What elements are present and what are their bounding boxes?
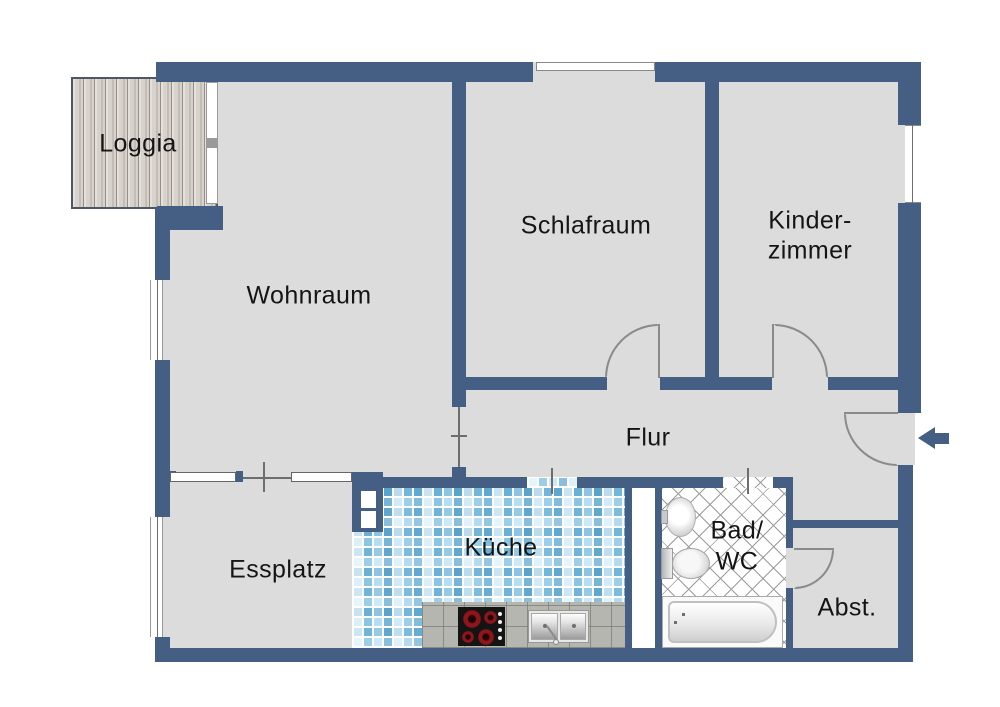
tick-essplatz — [263, 462, 265, 492]
wall-bad-right-b — [786, 588, 793, 648]
wall-schlafraum-flur-stub — [660, 377, 705, 390]
partition-essplatz-a — [170, 472, 236, 482]
partition-essplatz-line — [243, 477, 291, 479]
wall-top-right — [655, 62, 921, 82]
door-leaf-schlafraum — [658, 324, 660, 378]
wall-kueche-flur-left — [352, 477, 527, 488]
room-label-kinderzimmer-line2: zimmer — [767, 236, 853, 265]
wall-right-lower — [898, 465, 913, 662]
wall-abst-top — [793, 520, 898, 528]
wall-right-upper — [898, 82, 921, 125]
window-kinderzimmer-right — [905, 125, 921, 203]
wall-schlafraum-flur — [466, 377, 607, 390]
wall-bad-flur-right — [773, 477, 793, 488]
duct-opening-1 — [361, 491, 376, 508]
shaft — [632, 488, 655, 648]
wall-top-left — [156, 62, 533, 82]
wall-loggia-stub — [157, 206, 223, 230]
outside-patch — [913, 465, 922, 662]
wall-kueche-flur-right — [577, 477, 723, 488]
bath-sink-tap — [661, 510, 668, 524]
window-kinderzimmer-right-glazing — [912, 125, 913, 203]
wall-essplatz-stub-b — [236, 471, 243, 482]
room-label-essplatz: Essplatz — [229, 555, 327, 584]
wall-kinderzimmer-flur-right — [828, 377, 898, 390]
room-label-wohnraum: Wohnraum — [246, 281, 372, 310]
wall-left-b — [155, 360, 170, 517]
partition-essplatz-b — [291, 472, 352, 482]
wall-bottom — [155, 648, 913, 662]
room-label-schlafraum: Schlafraum — [520, 211, 652, 240]
kitchen-sink-icon — [528, 610, 589, 645]
room-loggia-floor — [71, 77, 218, 209]
wall-right-mid — [898, 203, 921, 413]
room-label-bad-line1: Bad/ — [710, 516, 764, 545]
wall-schlafraum-kinderzimmer — [705, 82, 719, 390]
tick-bad — [747, 468, 749, 494]
room-label-flur: Flur — [625, 423, 671, 452]
toilet-bowl-icon — [672, 548, 710, 579]
window-essplatz-left — [150, 517, 163, 637]
room-label-kinderzimmer-line1: Kinder- — [768, 206, 852, 235]
wall-bad-left — [655, 488, 662, 648]
window-schlafraum-top — [536, 62, 655, 71]
window-wohnraum-left — [150, 280, 163, 360]
room-label-loggia: Loggia — [99, 129, 177, 158]
window-wohnraum-left-glazing — [157, 280, 158, 360]
duct-opening-2 — [361, 511, 376, 528]
entry-arrow-shaft — [935, 433, 949, 444]
entry-arrow-icon — [918, 427, 935, 449]
door-leaf-kinderzimmer — [772, 324, 774, 378]
partition-wohnraum-line — [458, 407, 460, 467]
room-label-kueche: Küche — [464, 533, 538, 562]
room-label-abstellraum: Abst. — [817, 593, 877, 622]
tick-kueche — [551, 468, 553, 494]
window-essplatz-left-glazing — [157, 517, 158, 637]
wall-wohnraum-schlafraum — [452, 82, 466, 407]
bath-sink-icon — [665, 497, 696, 537]
loggia-door-handle — [207, 138, 217, 148]
wall-partition-stub — [452, 467, 466, 477]
wall-kinderzimmer-flur-left — [719, 377, 772, 390]
bathtub-icon — [662, 596, 783, 648]
wall-kueche-right — [625, 488, 632, 648]
cooktop-icon — [458, 607, 505, 646]
wall-bad-right-a — [786, 488, 793, 548]
kitchen-counter — [422, 602, 625, 648]
wall-left-c — [155, 637, 170, 662]
tick-wohnraum — [451, 435, 467, 437]
room-label-bad-line2: WC — [715, 547, 759, 576]
